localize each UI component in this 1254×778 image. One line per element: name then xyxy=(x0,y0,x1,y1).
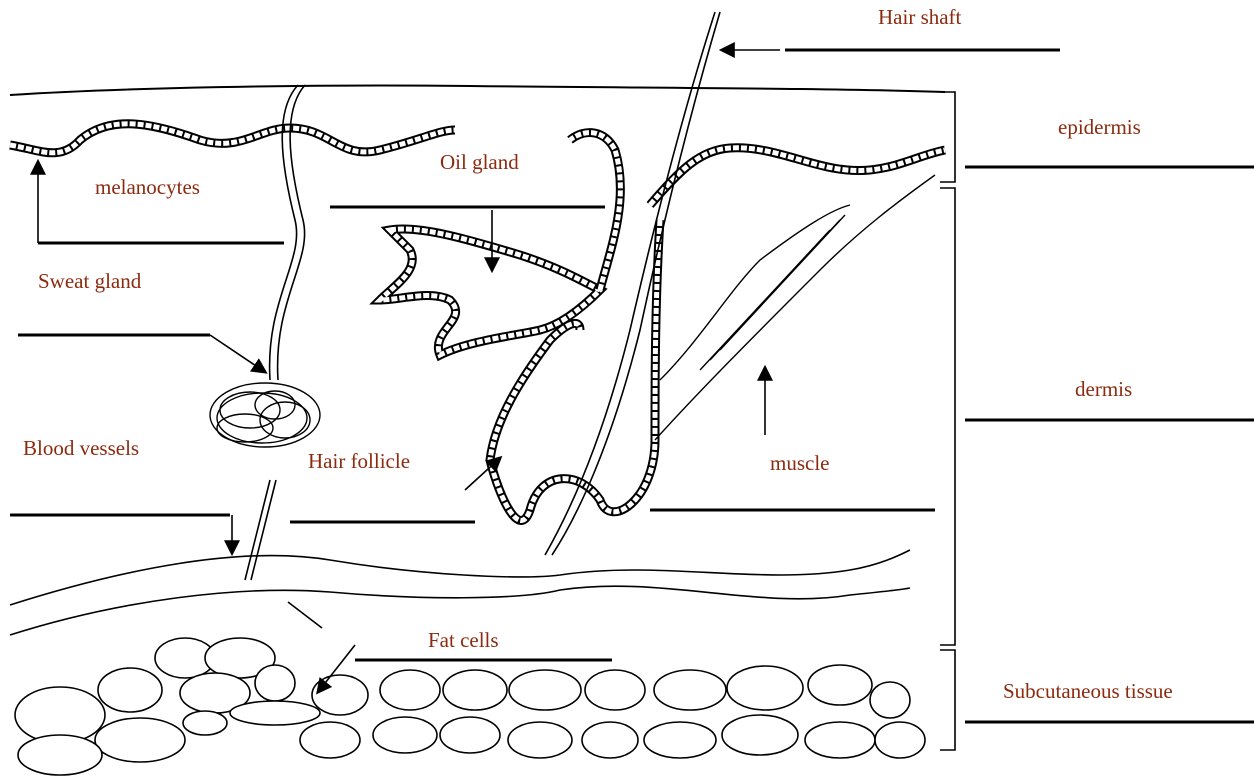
epidermis-cell-layer-right xyxy=(650,148,945,205)
label-hair-follicle: Hair follicle xyxy=(308,451,410,472)
label-melanocytes: melanocytes xyxy=(95,177,200,198)
label-epidermis: epidermis xyxy=(1058,117,1141,138)
oil-gland-outline xyxy=(380,229,600,355)
hair-follicle-outline xyxy=(490,133,660,521)
sweat-gland-coil xyxy=(210,383,320,447)
blood-vessel xyxy=(245,480,276,580)
label-dermis: dermis xyxy=(1075,379,1132,400)
layer-brackets xyxy=(940,92,955,750)
label-oil-gland: Oil gland xyxy=(440,152,519,173)
label-subcutaneous-tissue: Subcutaneous tissue xyxy=(1003,681,1173,702)
arrector-pili-muscle xyxy=(655,175,935,440)
label-muscle: muscle xyxy=(770,453,829,474)
label-blood-vessels: Blood vessels xyxy=(23,438,139,459)
skin-surface-line xyxy=(10,85,945,95)
label-fat-cells: Fat cells xyxy=(428,630,499,651)
dermis-bottom-line xyxy=(10,550,910,605)
label-hair-shaft: Hair shaft xyxy=(878,7,961,28)
label-sweat-gland: Sweat gland xyxy=(38,271,141,292)
label-lines xyxy=(10,50,1254,722)
hair-shaft xyxy=(545,12,720,555)
